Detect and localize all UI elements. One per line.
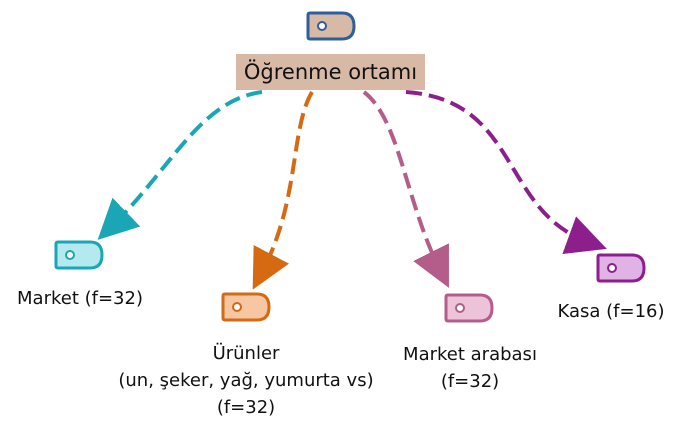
node-label-market-arabasi-line1: Market arabası [403,344,537,365]
node-label-market-arabasi-line2: (f=32) [440,371,500,392]
tag-icon [596,253,646,283]
node-label-market: Market (f=32) [17,288,143,309]
tag-icon [221,292,271,322]
node-label-urunler-line2: (un, şeker, yağ, yumurta vs) [118,370,374,391]
tag-icon [306,11,356,41]
node-label-urunler-line1: Ürünler [212,343,280,364]
tag-icon [54,240,104,270]
node-label-kasa: Kasa (f=16) [557,301,665,322]
connector-kasa [405,90,607,254]
node-label-urunler-line3: (f=32) [216,397,276,418]
root-label: Öğrenme ortamı [236,54,425,90]
connector-urunler [252,90,314,290]
connector-market [97,90,263,240]
connector-market-arabasi [362,90,449,288]
tag-icon [444,293,494,323]
